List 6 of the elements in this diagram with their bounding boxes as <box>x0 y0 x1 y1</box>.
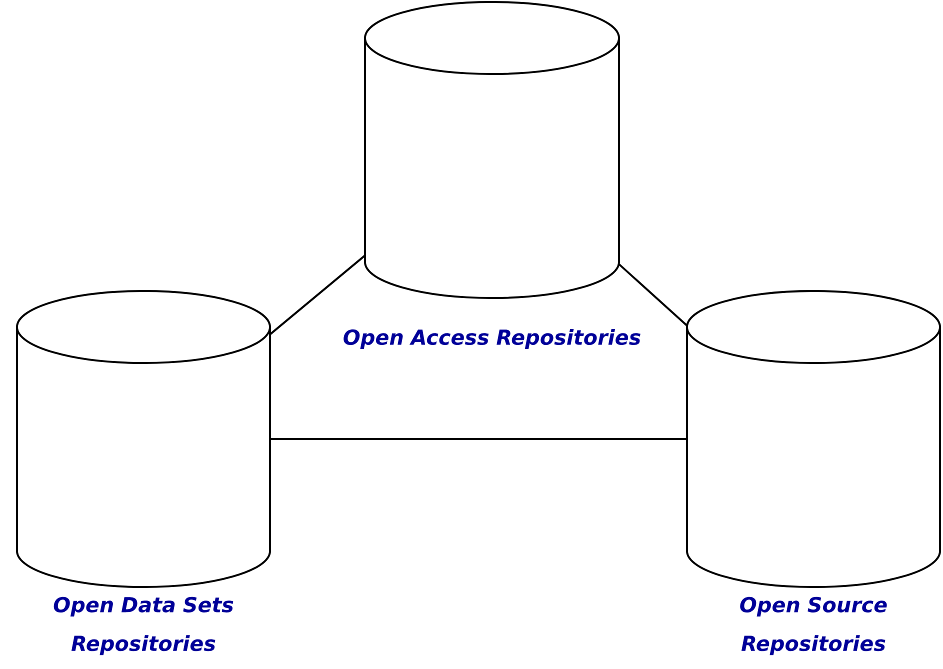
node-label: Open Data Sets Repositories <box>54 596 234 656</box>
node-label: Open Source Repositories <box>740 596 887 656</box>
node-label: Open Access Repositories <box>344 329 640 350</box>
connector-line <box>618 264 688 326</box>
connector-line <box>270 438 687 440</box>
connector-line <box>270 254 366 335</box>
